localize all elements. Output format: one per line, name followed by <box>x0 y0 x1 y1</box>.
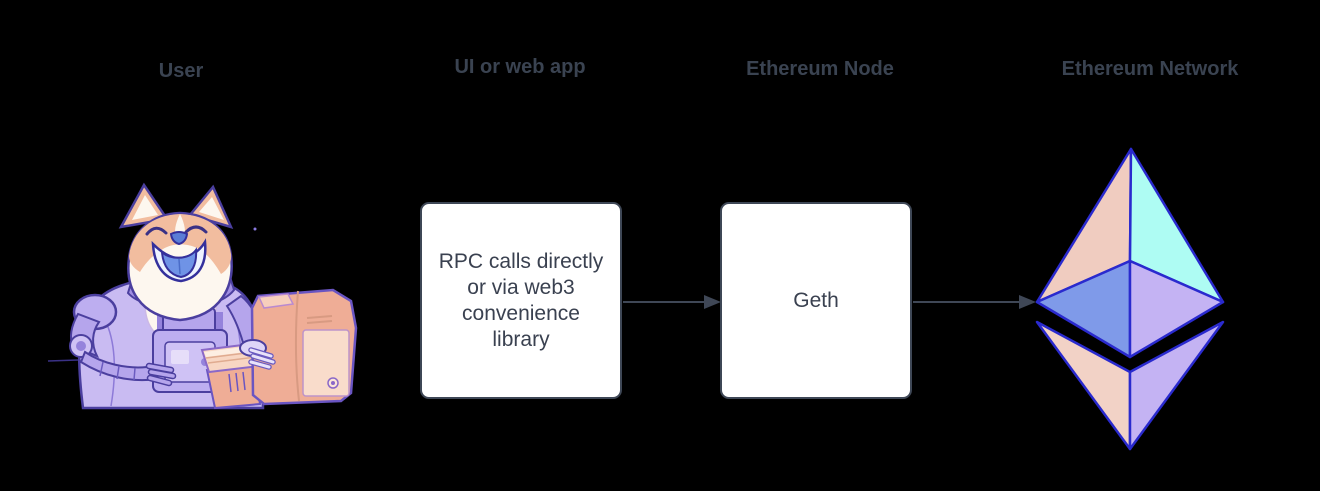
forearm-segments <box>99 361 136 381</box>
doge-left-arm <box>69 293 177 387</box>
tongue <box>160 247 198 279</box>
right-ear <box>187 184 234 229</box>
computer-base <box>205 360 262 410</box>
ethereum-diamond <box>1035 147 1225 451</box>
monitor-vents <box>306 315 333 324</box>
keyboard-key-row <box>204 346 253 357</box>
left-ear <box>118 182 170 229</box>
monitor-rear-panel <box>302 329 350 397</box>
eth-face-top-left <box>1035 147 1133 304</box>
finger-outline <box>145 362 177 387</box>
nose <box>169 231 189 246</box>
column-header-ethereum-node: Ethereum Node <box>746 58 894 80</box>
left-eye-closed <box>145 226 168 236</box>
eth-face-mid-right <box>1128 259 1225 359</box>
right-eye-closed <box>184 225 208 234</box>
upper-arm <box>69 312 101 358</box>
eth-face-bottom-left <box>1035 320 1132 451</box>
column-header-ui-or-web-app: UI or web app <box>454 56 586 78</box>
eth-face-mid-left <box>1035 259 1132 359</box>
speck <box>253 227 257 231</box>
doge-head <box>118 182 234 322</box>
eth-face-bottom-right <box>1128 320 1225 451</box>
left-ear-inner <box>132 195 158 220</box>
column-header-ethereum-network: Ethereum Network <box>1061 58 1239 80</box>
muzzle-blaze <box>175 214 185 238</box>
tongue-crease <box>178 258 181 275</box>
base-vents <box>228 371 246 393</box>
suit-torso <box>78 278 265 410</box>
suit-collar <box>126 277 236 310</box>
ethereum-logo-icon <box>1035 147 1225 451</box>
pack-top-unit <box>162 307 216 335</box>
chest-fur <box>144 280 218 342</box>
arrowhead-icon <box>1019 295 1036 309</box>
monitor-back <box>250 288 358 406</box>
column-header-user: User <box>158 60 204 82</box>
elbow-joint-core <box>76 341 86 351</box>
glove-finger-outline <box>248 347 276 370</box>
arrow-node-to-network <box>913 295 1036 309</box>
pack-pouch-window <box>171 350 189 364</box>
desk-line <box>47 358 109 362</box>
pack-clasp <box>201 358 209 366</box>
retro-computer <box>200 288 358 410</box>
head-fur-cap <box>129 214 232 274</box>
finger-fill <box>147 364 175 385</box>
open-mouth <box>151 238 207 283</box>
pack-main <box>152 329 228 393</box>
right-ear-inner <box>199 197 224 220</box>
doge-astronaut-at-computer-icon <box>47 182 358 410</box>
monitor-top-bevel <box>257 293 295 309</box>
suit-crease-line <box>234 314 243 407</box>
monitor-crease <box>294 290 300 402</box>
node-geth: Geth <box>720 202 912 399</box>
keyboard-key-lines <box>205 351 257 364</box>
arrowhead-icon <box>704 295 721 309</box>
glove-fingers <box>249 348 275 369</box>
eth-face-top-right <box>1128 147 1225 304</box>
doge-chest-pack <box>152 307 228 393</box>
doge-right-hand <box>239 339 276 370</box>
robot-fingers <box>145 362 177 387</box>
glove-cuff <box>239 339 267 357</box>
monitor-port <box>327 377 339 389</box>
doge-spacesuit <box>78 277 265 410</box>
shoulder-pad <box>72 293 118 331</box>
monitor-port-pin <box>331 381 335 385</box>
pack-pouch <box>164 341 216 383</box>
forearm <box>79 350 161 382</box>
arrow-ui-to-node <box>623 295 721 309</box>
doge-right-arm <box>225 294 266 352</box>
elbow-joint <box>69 334 93 358</box>
suit-crease-line <box>104 319 116 407</box>
pack-strap <box>215 312 223 330</box>
node-rpc-calls: RPC calls directly or via web3 convenien… <box>420 202 622 399</box>
head-base <box>127 211 233 322</box>
keyboard <box>200 342 261 374</box>
pack-strap <box>157 312 165 330</box>
